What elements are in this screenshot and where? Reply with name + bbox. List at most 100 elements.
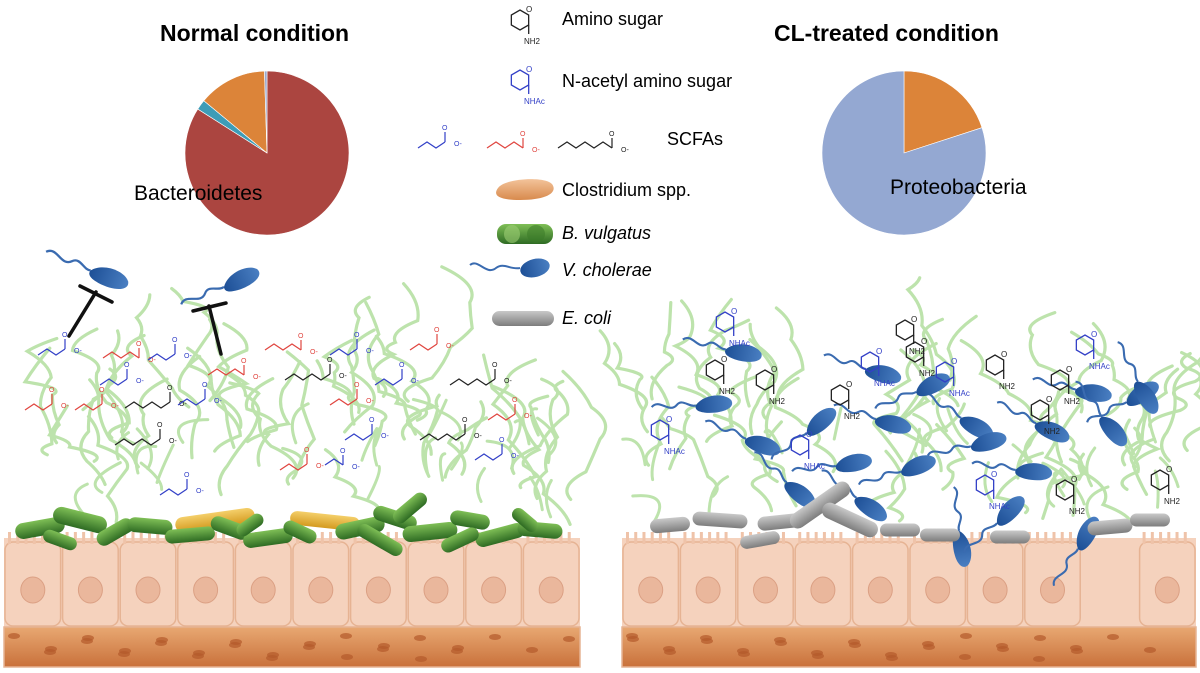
sugar-molecules-cl-treated: ONHAcONH2ONH2ONH2ONHAcONHAcONH2ONH2ONHAc… [650,307,1181,516]
microvillus [863,532,867,544]
microvillus [32,532,36,544]
mucus-strand [660,416,719,498]
b-vulgatus [441,527,479,553]
microvillus [16,532,20,544]
microvillus [855,532,859,544]
svg-text:O-: O- [169,438,177,445]
microvillus [131,532,135,544]
mucus-strand [323,448,381,515]
microvillus [872,532,876,544]
svg-text:O-: O- [148,357,156,364]
microvillus [642,532,646,544]
svg-text:O-: O- [214,398,222,405]
scfa-molecule: OO- [114,422,177,446]
mucus-strand [217,373,261,497]
b-vulgatus [393,492,427,524]
svg-text:O-: O- [179,401,187,408]
mucus-strand [935,423,967,491]
mucus-strand [132,377,169,469]
lamina-cell [8,633,20,639]
mucus-strand [1153,469,1160,509]
microvillus [534,532,538,544]
svg-text:O: O [327,357,333,364]
v-cholerae [833,403,911,434]
cell-nucleus [481,576,507,604]
svg-text:O: O [442,125,448,132]
mucus-strand [446,416,489,476]
scfa-molecule: OO- [24,387,69,411]
scfa-molecule: OO- [102,341,156,364]
svg-text:O-: O- [366,348,374,355]
mucus-strand [134,293,191,409]
cell-nucleus [867,576,893,604]
legend-n-acetyl-label: N-acetyl amino sugar [562,71,733,91]
bacteroidetes-label: Bacteroidetes [134,182,263,205]
mucus-strand [73,482,89,517]
mucus-strand [528,475,544,512]
cell-nucleus [193,576,219,604]
e-coli-icon [492,311,554,326]
mucus-strand [450,441,464,471]
lamina-cell [1033,656,1045,662]
microvillus [139,532,143,544]
svg-text:O: O [1066,365,1072,374]
svg-text:NHAc: NHAc [664,447,685,456]
svg-text:O: O [512,397,518,404]
lamina-cell [738,651,750,657]
lamina-cell [341,654,353,660]
mucus-strand [1158,456,1180,489]
cell-nucleus [308,576,334,604]
mucus-strand [513,419,531,446]
svg-text:O-: O- [74,348,82,355]
svg-text:O: O [520,131,526,138]
microvillus [542,532,546,544]
lamina-cell [414,635,426,641]
microvillus [831,532,835,544]
svg-text:O: O [771,365,777,374]
mucus-strand [613,342,645,412]
svg-text:O: O [462,417,468,424]
microvillus [1167,532,1171,544]
cell-nucleus [1040,576,1065,604]
svg-text:O-: O- [184,353,192,360]
svg-text:O-: O- [532,147,540,154]
mucus-strand [561,369,608,501]
svg-text:O: O [304,447,310,454]
lamina-cell [959,654,971,660]
mucus-strand [443,400,486,479]
microvillus [1060,532,1064,544]
b-vulgatus [475,522,525,548]
svg-text:O-: O- [504,378,512,385]
microvillus [913,532,916,544]
lamina-cell [997,646,1009,652]
svg-text:O-: O- [446,343,454,350]
mucus-strand [631,494,661,524]
lamina-cell [303,644,315,650]
lamina-cell [849,642,861,648]
svg-text:O: O [124,362,130,369]
cell-nucleus [135,576,161,604]
microvillus [724,532,728,544]
svg-text:O-: O- [253,374,261,381]
mucus-strand [872,342,938,463]
microvillus [781,532,785,544]
v-cholerae [926,432,1007,457]
lamina-cell [960,633,972,639]
mucus-strand [228,381,299,480]
mucus-strand [105,391,125,434]
mucus-strand [93,461,122,494]
clostridium-icon [496,179,554,200]
mucus-strand [315,359,388,448]
svg-text:O-: O- [524,413,532,420]
microvillus [526,532,530,544]
svg-text:O: O [399,362,405,369]
svg-text:NH2: NH2 [999,382,1016,391]
microvillus [888,532,892,544]
svg-text:O: O [62,332,68,339]
mucus-strand [346,328,376,426]
svg-text:O-: O- [316,463,324,470]
v-cholerae [874,373,950,410]
